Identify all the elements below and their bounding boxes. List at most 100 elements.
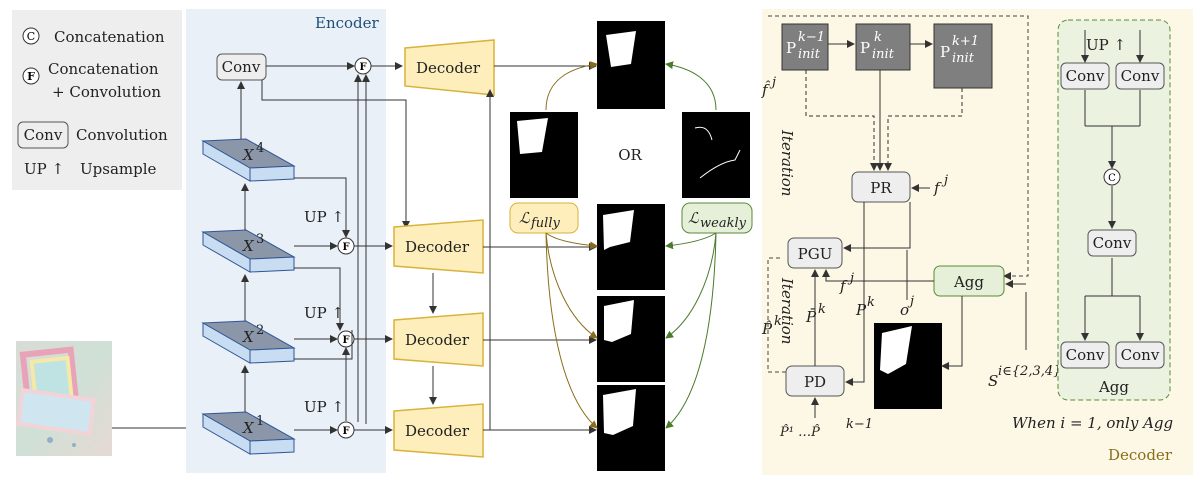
svg-text:k−1: k−1 xyxy=(798,30,825,45)
svg-text:Conv: Conv xyxy=(1121,67,1160,85)
legend: C Concatenation F Concatenation + Convol… xyxy=(12,10,182,190)
p-bar-k-label: P̄ xyxy=(805,308,817,326)
feature-x4-sup: 4 xyxy=(256,141,264,156)
svg-text:fully: fully xyxy=(530,216,560,231)
svg-text:Decoder: Decoder xyxy=(405,238,470,256)
feature-x1-sup: 1 xyxy=(256,414,264,429)
agg-conv-5: Conv xyxy=(1115,341,1165,369)
mask-output-2 xyxy=(597,204,665,290)
legend-f-symbol: F xyxy=(27,70,35,83)
svg-text:Conv: Conv xyxy=(1066,67,1105,85)
svg-text:C: C xyxy=(1108,173,1116,184)
svg-text:init: init xyxy=(798,47,821,62)
f-hat-label: f̂ xyxy=(761,81,771,99)
feature-x4-label: X xyxy=(242,146,255,164)
mask-output-3 xyxy=(597,296,665,382)
p-k-sup: k xyxy=(867,295,875,310)
svg-text:F: F xyxy=(342,426,349,437)
legend-convolution-label: Convolution xyxy=(76,126,168,144)
f-j2-sup: j xyxy=(847,271,854,286)
legend-c-symbol: C xyxy=(27,30,35,43)
svg-text:Conv: Conv xyxy=(1093,234,1132,252)
f-j2-label: f xyxy=(839,277,848,295)
feature-x2: X 2 xyxy=(201,320,296,364)
svg-text:weakly: weakly xyxy=(700,216,747,231)
legend-concat-conv-label-1: Concatenation xyxy=(48,60,159,78)
legend-concatenation-label: Concatenation xyxy=(54,28,165,46)
fusion-node-top: F xyxy=(354,57,372,75)
agg-conv-2: Conv xyxy=(1115,62,1165,90)
feature-x1: X 1 xyxy=(201,411,296,455)
feature-x2-sup: 2 xyxy=(256,323,264,338)
mask-output-4 xyxy=(597,385,665,471)
agg-detail-title: Agg xyxy=(1098,378,1129,396)
svg-text:Agg: Agg xyxy=(953,273,984,291)
decoder-stack: Decoder Decoder Decoder Decoder xyxy=(393,39,597,458)
legend-conv-box-label: Conv xyxy=(24,126,63,144)
f-hat-sup: j xyxy=(769,75,776,90)
encoder-conv-label: Conv xyxy=(222,58,261,76)
mask-ground-truth-full xyxy=(510,112,578,198)
pgu-module: PGU xyxy=(787,237,843,269)
svg-text:PR: PR xyxy=(870,179,892,197)
feature-x3-sup: 3 xyxy=(256,232,264,247)
svg-text:ℒ: ℒ xyxy=(688,209,700,227)
decoder-block-2: Decoder xyxy=(393,219,484,274)
p-init-current: P init k xyxy=(855,23,911,71)
iteration-label-bottom: Iteration xyxy=(778,277,796,344)
p-hat-k-sup: k xyxy=(774,314,782,329)
legend-background xyxy=(12,10,182,190)
o-j-label: o xyxy=(900,301,909,319)
svg-text:Decoder: Decoder xyxy=(405,331,470,349)
svg-text:PD: PD xyxy=(804,373,826,391)
legend-up-symbol: UP ↑ xyxy=(24,160,64,178)
prediction-masks xyxy=(510,21,750,471)
svg-text:init: init xyxy=(872,47,895,62)
agg-conv-1: Conv xyxy=(1060,62,1110,90)
decoder-block-1: Decoder xyxy=(404,39,495,96)
pr-module: PR xyxy=(851,171,911,203)
decoder-block-3: Decoder xyxy=(393,312,484,367)
concatenation-icon xyxy=(22,27,40,45)
s-label: S xyxy=(988,372,998,390)
agg-conv-3: Conv xyxy=(1087,229,1137,257)
input-image xyxy=(15,341,112,456)
svg-text:F: F xyxy=(342,335,349,346)
svg-text:k: k xyxy=(874,30,882,45)
mask-ground-truth-weak xyxy=(682,112,750,198)
svg-text:Conv: Conv xyxy=(1066,346,1105,364)
legend-upsample-label: Upsample xyxy=(80,160,157,178)
mask-output-1 xyxy=(597,21,665,109)
legend-concat-conv-label-2: + Convolution xyxy=(52,83,161,101)
agg-module: Agg xyxy=(933,265,1005,297)
agg-detail: UP ↑ Conv Conv C Conv xyxy=(1012,19,1173,432)
encoder: Encoder Conv X 4 X 3 X 2 xyxy=(186,9,410,473)
up-label-3: UP ↑ xyxy=(304,208,344,226)
fusion-node-3: F xyxy=(337,237,355,255)
svg-text:P: P xyxy=(860,39,870,57)
feature-x3-label: X xyxy=(242,237,255,255)
svg-text:Decoder: Decoder xyxy=(405,422,470,440)
up-label-2: UP ↑ xyxy=(304,304,344,322)
iteration-label-top: Iteration xyxy=(778,129,796,196)
svg-text:Conv: Conv xyxy=(1121,346,1160,364)
svg-text:k+1: k+1 xyxy=(952,34,979,49)
agg-concat-node: C xyxy=(1103,168,1121,186)
feature-x4: X 4 xyxy=(201,138,296,182)
loss-weakly: ℒ weakly xyxy=(681,202,753,234)
feature-x2-label: X xyxy=(242,328,255,346)
svg-text:P: P xyxy=(786,39,796,57)
pd-module: PD xyxy=(785,365,845,397)
mask-detail-output xyxy=(874,323,942,409)
feature-x3: X 3 xyxy=(201,229,296,273)
agg-conv-4: Conv xyxy=(1060,341,1110,369)
up-label-1: UP ↑ xyxy=(304,398,344,416)
encoder-title: Encoder xyxy=(315,14,380,32)
encoder-conv-box xyxy=(216,53,267,81)
agg-detail-background xyxy=(1057,19,1171,401)
svg-text:P: P xyxy=(940,43,950,61)
agg-up-label: UP ↑ xyxy=(1086,36,1126,54)
p-hat-sequence-label: P̂¹ …P̂ xyxy=(779,424,820,440)
p-init-next: P init k+1 xyxy=(933,23,993,89)
